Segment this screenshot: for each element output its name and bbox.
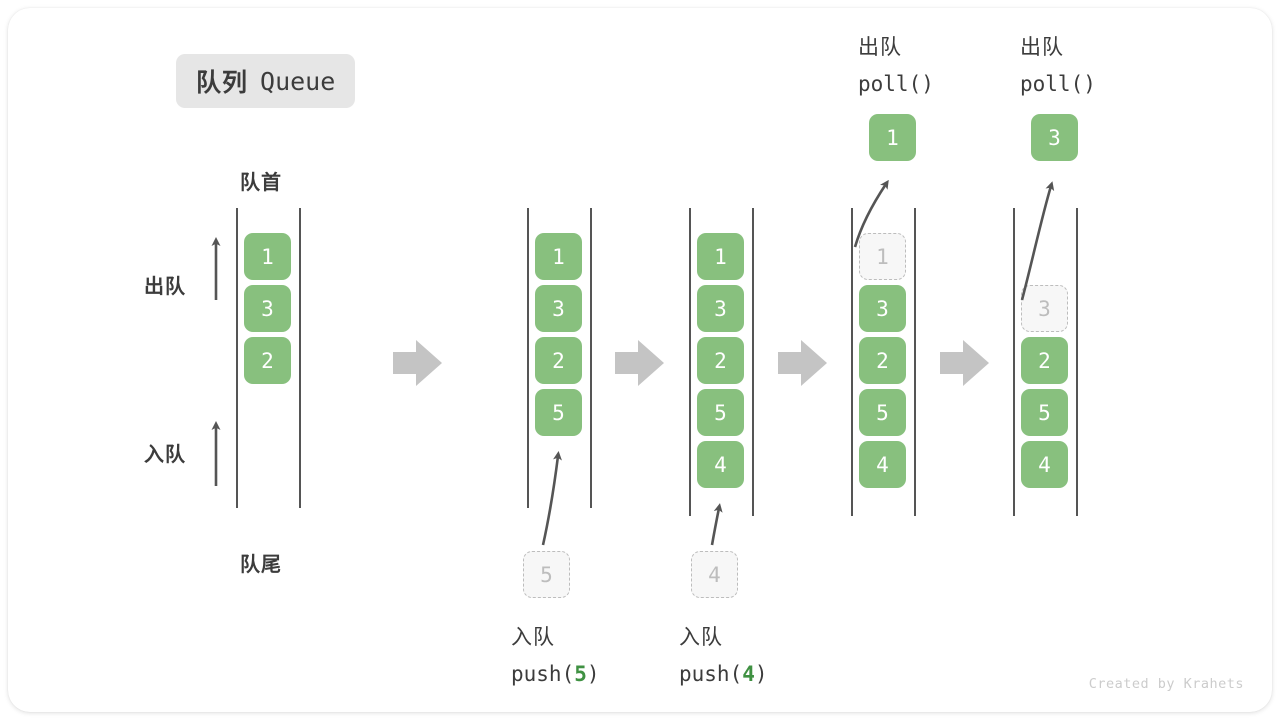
header-poll-3: 出队 poll() xyxy=(1020,30,1096,102)
queue-rail-right-step2 xyxy=(752,208,754,516)
caption-cn: 入队 xyxy=(679,626,723,649)
flow-arrow-icon xyxy=(778,340,827,386)
caption-code: push(4) xyxy=(679,662,768,686)
queue-rail-right-step3 xyxy=(914,208,916,516)
queue-cell-ghost: 1 xyxy=(859,233,906,280)
label-queue-front: 队首 xyxy=(240,172,282,194)
queue-cell: 5 xyxy=(535,389,582,436)
caption-code: push(5) xyxy=(511,662,600,686)
diagram-title-en: Queue xyxy=(260,66,336,96)
queue-cell-ghost: 3 xyxy=(1021,285,1068,332)
flow-arrow-icon xyxy=(940,340,989,386)
queue-rail-right-step0 xyxy=(299,208,301,508)
label-enqueue-axis: 入队 xyxy=(144,444,186,466)
queue-rail-right-step1 xyxy=(590,208,592,508)
popped-value-box: 1 xyxy=(869,114,916,161)
header-cn: 出队 xyxy=(1020,36,1064,59)
queue-cell: 5 xyxy=(859,389,906,436)
flow-arrow-icon xyxy=(393,340,442,386)
header-poll-1: 出队 poll() xyxy=(858,30,934,102)
header-cn: 出队 xyxy=(858,36,902,59)
diagram-title-chip: 队列 Queue xyxy=(176,54,356,108)
push-motion-arrow-icon xyxy=(710,503,723,546)
queue-rail-left-step2 xyxy=(689,208,691,516)
push-motion-arrow-icon xyxy=(541,451,562,546)
header-code: poll() xyxy=(858,72,934,96)
queue-cell: 5 xyxy=(697,389,744,436)
caption-push-5: 入队 push(5) xyxy=(511,620,600,692)
queue-rail-left-step3 xyxy=(851,208,853,516)
queue-cell: 2 xyxy=(1021,337,1068,384)
arrow-overlay xyxy=(211,179,1055,546)
poll-motion-arrow-icon xyxy=(1020,181,1055,301)
queue-cell: 4 xyxy=(859,441,906,488)
flow-arrow-icon xyxy=(615,340,664,386)
queue-cell: 3 xyxy=(535,285,582,332)
queue-rail-left-step4 xyxy=(1013,208,1015,516)
queue-cell: 1 xyxy=(535,233,582,280)
queue-cell: 3 xyxy=(244,285,291,332)
diagram-title-cn: 队列 xyxy=(196,69,249,97)
queue-rail-left-step0 xyxy=(236,208,238,508)
queue-cell: 1 xyxy=(244,233,291,280)
queue-rail-left-step1 xyxy=(527,208,529,508)
queue-cell: 5 xyxy=(1021,389,1068,436)
queue-cell: 3 xyxy=(697,285,744,332)
popped-value-box: 3 xyxy=(1031,114,1078,161)
queue-cell: 4 xyxy=(697,441,744,488)
header-code: poll() xyxy=(1020,72,1096,96)
queue-cell: 4 xyxy=(1021,441,1068,488)
queue-cell: 1 xyxy=(697,233,744,280)
queue-cell: 2 xyxy=(535,337,582,384)
queue-cell: 2 xyxy=(859,337,906,384)
label-queue-rear: 队尾 xyxy=(240,554,282,576)
queue-cell: 2 xyxy=(244,337,291,384)
incoming-value-box: 4 xyxy=(691,551,738,598)
label-dequeue-axis: 出队 xyxy=(144,276,186,298)
queue-rail-right-step4 xyxy=(1076,208,1078,516)
credit-text: Created by Krahets xyxy=(1088,676,1244,692)
diagram-card: 队列 Queue 队首 队尾 出队 入队 1 3 2 1 3 2 5 5 入队 … xyxy=(8,8,1272,712)
incoming-value-box: 5 xyxy=(523,551,570,598)
caption-cn: 入队 xyxy=(511,626,555,649)
queue-cell: 2 xyxy=(697,337,744,384)
caption-push-4: 入队 push(4) xyxy=(679,620,768,692)
queue-cell: 3 xyxy=(859,285,906,332)
